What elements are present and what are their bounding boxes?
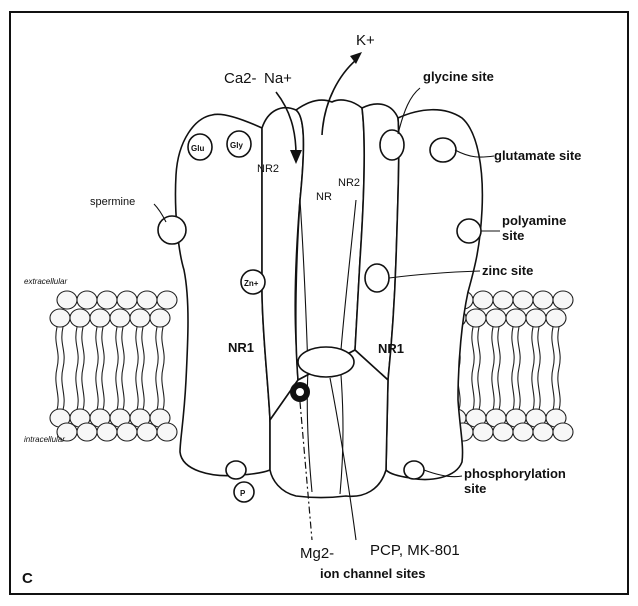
lipid-head-left-top <box>130 309 150 327</box>
pcp-binding-blob <box>298 347 354 377</box>
lipid-tail-right <box>492 327 494 410</box>
lipid-head-right-top <box>553 291 573 309</box>
spermine-site-blob <box>158 216 186 244</box>
lipid-head-right-bottom <box>553 423 573 441</box>
lipid-head-left-top <box>97 291 117 309</box>
intracellular-blob <box>226 461 246 479</box>
lipid-tail-right <box>552 327 554 410</box>
lipid-head-right-top <box>466 309 486 327</box>
lipid-head-left-top <box>150 309 170 327</box>
lipid-head-right-top <box>533 291 553 309</box>
nr2-right-label: NR2 <box>338 177 360 189</box>
calcium-ion-label: Ca2- <box>224 70 257 87</box>
lipid-tail-left <box>122 327 124 410</box>
lipid-head-left-top <box>117 291 137 309</box>
lipid-tail-right <box>472 327 474 410</box>
lipid-tail-left <box>156 327 158 410</box>
lipid-head-left-top <box>110 309 130 327</box>
glutamate-site-label: glutamate site <box>494 148 581 163</box>
lipid-tail-right <box>518 327 520 410</box>
lipid-tail-left <box>102 327 104 410</box>
zn-label: Zn+ <box>244 279 259 288</box>
lipid-head-left-top <box>90 309 110 327</box>
ion-channel-sites-label: ion channel sites <box>320 566 425 581</box>
nr1-left-label: NR1 <box>228 340 254 355</box>
lipid-head-left-top <box>57 291 77 309</box>
polyamine-site-blob <box>457 219 481 243</box>
nr-center-subunit <box>296 100 364 380</box>
intracellular-label: intracellular <box>24 435 65 444</box>
lipid-tail-right <box>478 327 480 410</box>
lipid-tail-right <box>532 327 534 410</box>
nr-center-label: NR <box>316 191 332 203</box>
nr2-left-label: NR2 <box>257 163 279 175</box>
lipid-head-right-top <box>473 291 493 309</box>
zinc-site-blob <box>365 264 389 292</box>
k-arrowhead <box>350 52 362 64</box>
lipid-tail-right <box>558 327 560 410</box>
lipid-head-left-bottom <box>157 423 177 441</box>
sodium-ion-label: Na+ <box>264 70 292 87</box>
lipid-tail-left <box>82 327 84 410</box>
lipid-tail-left <box>116 327 118 410</box>
lipid-head-left-top <box>70 309 90 327</box>
nr1-left-subunit <box>175 114 270 475</box>
lipid-head-right-top <box>513 291 533 309</box>
glycine-site-label: glycine site <box>423 69 494 84</box>
glu-label: Glu <box>191 144 204 153</box>
lipid-tail-left <box>76 327 78 410</box>
spermine-label: spermine <box>90 196 135 208</box>
lipid-tail-right <box>538 327 540 410</box>
potassium-ion-label: K+ <box>356 32 375 49</box>
lipid-head-left-top <box>77 291 97 309</box>
lipid-bilayer-left <box>50 291 177 441</box>
nr1-right-label: NR1 <box>378 341 404 356</box>
lipid-head-right-top <box>506 309 526 327</box>
lipid-tail-right <box>498 327 500 410</box>
phosphorylation-site-blob <box>404 461 424 479</box>
lipid-tail-left <box>56 327 58 410</box>
panel-letter: C <box>22 570 33 587</box>
pcp-mk801-label: PCP, MK-801 <box>370 542 460 559</box>
mg-blocker-core <box>296 388 304 396</box>
mg-label: Mg2- <box>300 545 334 562</box>
lipid-tail-left <box>136 327 138 410</box>
lipid-tail-left <box>142 327 144 410</box>
lipid-head-right-top <box>546 309 566 327</box>
lipid-tail-left <box>62 327 64 410</box>
lipid-head-left-top <box>50 309 70 327</box>
lipid-tail-left <box>96 327 98 410</box>
spermine-leader <box>154 204 166 222</box>
glycine-site-blob <box>380 130 404 160</box>
lipid-tail-left <box>162 327 164 410</box>
glutamate-site-blob <box>430 138 456 162</box>
lipid-bilayer-right <box>446 291 573 441</box>
lipid-head-left-top <box>137 291 157 309</box>
extracellular-label: extracellular <box>24 277 67 286</box>
lipid-head-left-top <box>157 291 177 309</box>
lipid-head-right-top <box>526 309 546 327</box>
lipid-head-right-top <box>493 291 513 309</box>
p-label: P <box>240 489 246 498</box>
zinc-site-label: zinc site <box>482 263 533 278</box>
gly-label: Gly <box>230 141 243 150</box>
lipid-tail-right <box>512 327 514 410</box>
lipid-head-right-top <box>486 309 506 327</box>
